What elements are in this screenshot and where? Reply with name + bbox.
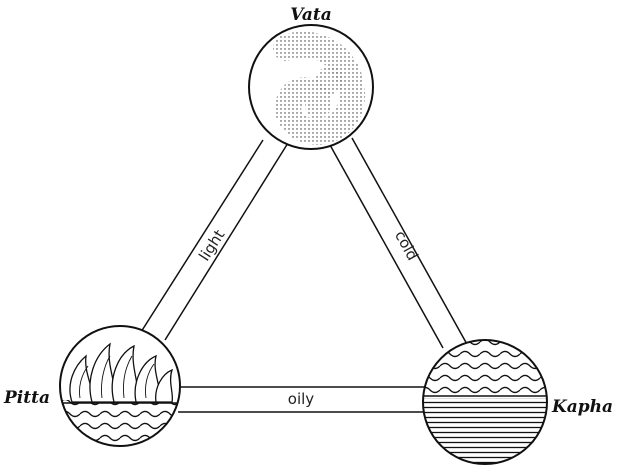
pitta-circle [59, 325, 181, 447]
vata-label: Vata [290, 5, 332, 25]
edge-label-oily: oily [288, 390, 315, 408]
vata-circle [248, 24, 374, 150]
edge-vata-kapha [329, 137, 469, 349]
edge-pitta-kapha [178, 386, 424, 413]
kapha-circle [422, 339, 548, 465]
edge-vata-pitta [140, 139, 289, 341]
pitta-label: Pitta [3, 388, 50, 408]
kapha-label: Kapha [551, 397, 613, 417]
edge-label-cold: cold [391, 228, 422, 264]
